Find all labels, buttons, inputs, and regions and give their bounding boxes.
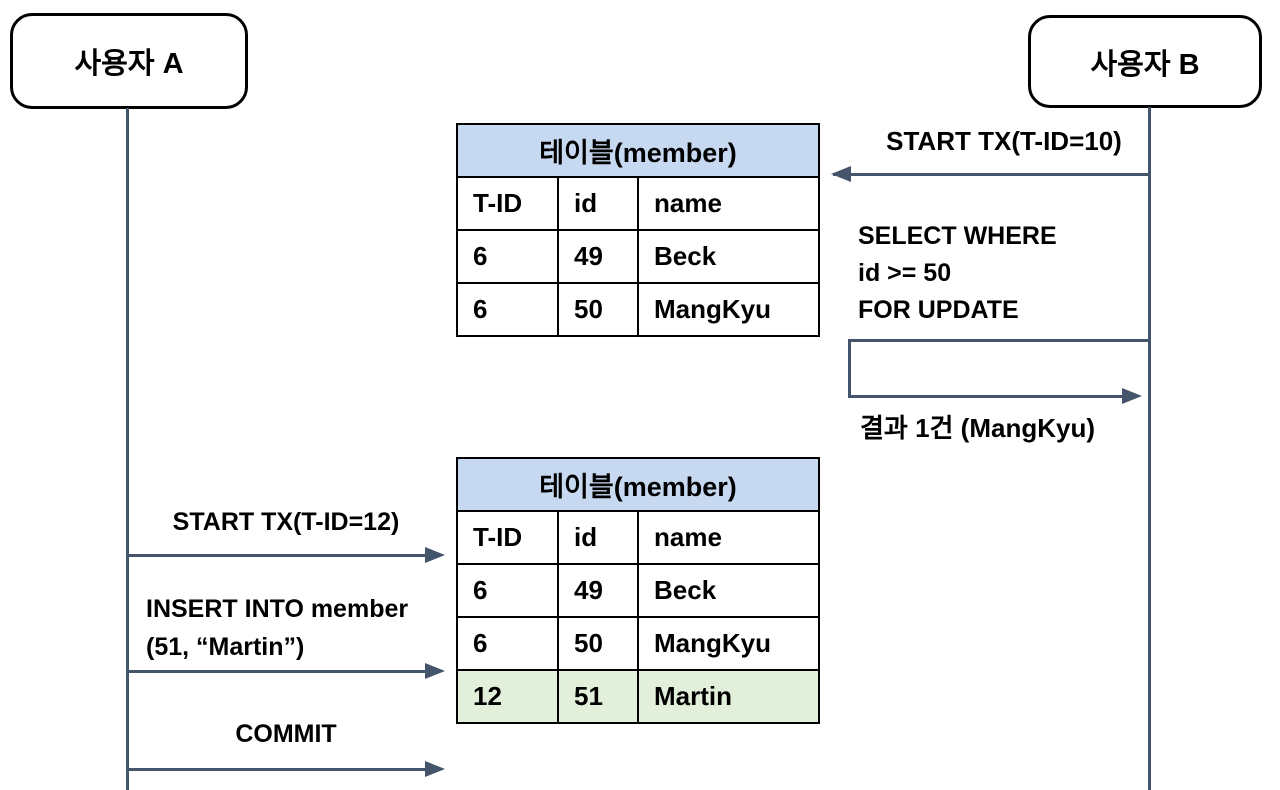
label-select-line3: FOR UPDATE: [858, 296, 1019, 324]
cell-name: Beck: [636, 563, 821, 618]
arrow-start-tx10-line: [833, 173, 1150, 176]
table-member-2: 테이블(member) T-ID id name 6 49 Beck 6 50 …: [455, 457, 821, 724]
self-loop-left-line: [848, 339, 851, 398]
col-header-tid: T-ID: [456, 510, 559, 565]
arrow-insert-head: [425, 663, 445, 679]
actor-user-a-label: 사용자 A: [74, 48, 184, 80]
cell-id: 49: [557, 563, 639, 618]
arrow-start-tx12-line: [127, 554, 427, 557]
table-row: 6 49 Beck: [456, 563, 821, 618]
table-row: 6 49 Beck: [456, 229, 821, 284]
cell-name: Martin: [636, 669, 821, 724]
col-header-tid: T-ID: [456, 176, 559, 231]
cell-id: 50: [557, 282, 639, 337]
table-title: 테이블(member): [455, 457, 821, 512]
actor-user-b-label: 사용자 B: [1090, 48, 1200, 81]
cell-id: 50: [557, 616, 639, 671]
col-header-id: id: [557, 510, 639, 565]
self-loop-top-line: [848, 339, 1150, 342]
label-select-for-update: SELECT WHERE id >= 50 FOR UPDATE: [858, 218, 1057, 329]
label-start-tx-10: START TX(T-ID=10): [886, 126, 1122, 156]
cell-id: 51: [557, 669, 639, 724]
label-insert-line1: INSERT INTO member: [146, 595, 409, 623]
cell-tid: 6: [456, 563, 559, 618]
cell-tid: 6: [456, 282, 559, 337]
cell-tid: 6: [456, 616, 559, 671]
table-header-row: T-ID id name: [456, 176, 821, 231]
table-title-row: 테이블(member): [455, 457, 821, 512]
label-select-line2: id >= 50: [858, 259, 952, 287]
label-commit: COMMIT: [235, 720, 337, 748]
self-loop-head: [1122, 388, 1142, 404]
cell-id: 49: [557, 229, 639, 284]
arrow-start-tx12-head: [425, 547, 445, 563]
cell-name: Beck: [636, 229, 821, 284]
arrow-commit-line: [127, 768, 427, 771]
arrow-start-tx10-head: [831, 166, 851, 182]
lifeline-user-b: [1148, 107, 1151, 790]
cell-tid: 12: [456, 669, 559, 724]
table-row: 6 50 MangKyu: [456, 616, 821, 671]
cell-name: MangKyu: [636, 282, 821, 337]
actor-user-b: 사용자 B: [1028, 15, 1262, 108]
table-title: 테이블(member): [455, 123, 821, 178]
col-header-id: id: [557, 176, 639, 231]
self-loop-bottom-line: [848, 395, 1124, 398]
label-insert-into: INSERT INTO member (51, “Martin”): [146, 590, 408, 666]
lifeline-user-a: [126, 108, 129, 790]
label-insert-line2: (51, “Martin”): [146, 633, 305, 661]
col-header-name: name: [636, 176, 821, 231]
table-title-row: 테이블(member): [455, 123, 821, 178]
table-header-row: T-ID id name: [456, 510, 821, 565]
table-member-1: 테이블(member) T-ID id name 6 49 Beck 6 50 …: [455, 123, 821, 337]
table-row: 6 50 MangKyu: [456, 282, 821, 337]
cell-name: MangKyu: [636, 616, 821, 671]
actor-user-a: 사용자 A: [10, 13, 248, 109]
col-header-name: name: [636, 510, 821, 565]
label-start-tx-12: START TX(T-ID=12): [172, 508, 400, 536]
cell-tid: 6: [456, 229, 559, 284]
label-result: 결과 1건 (MangKyu): [860, 413, 1095, 443]
arrow-insert-line: [127, 670, 427, 673]
label-select-line1: SELECT WHERE: [858, 222, 1057, 250]
table-row-highlighted-martin: 12 51 Martin: [456, 669, 821, 724]
arrow-commit-head: [425, 761, 445, 777]
